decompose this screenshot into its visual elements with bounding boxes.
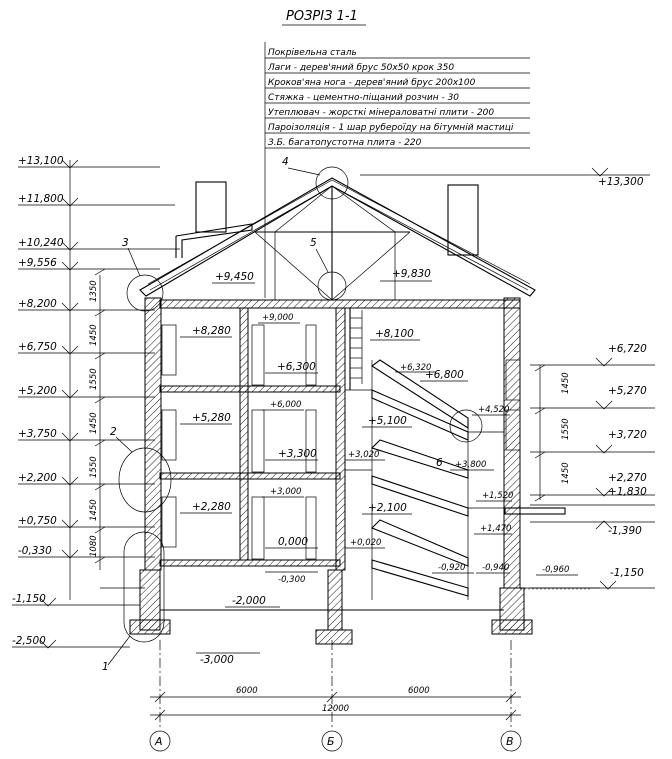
dimension: 1080 — [89, 535, 99, 557]
level-mark: +3,300 — [278, 448, 317, 460]
level-mark: +3,000 — [270, 487, 301, 497]
level-mark: -1,150 — [12, 593, 46, 605]
roof-layer: Стяжка - цементно-піщаний розчин - 30 — [268, 93, 459, 103]
level-mark: +6,320 — [400, 363, 431, 373]
dimension: 1550 — [89, 456, 99, 478]
level-mark: +2,270 — [608, 472, 647, 484]
level-mark: +0,020 — [350, 538, 381, 548]
level-mark: +8,100 — [375, 328, 414, 340]
dimension: 1450 — [89, 324, 99, 346]
level-mark: +1,520 — [482, 491, 513, 501]
level-mark: +3,800 — [455, 460, 486, 470]
level-mark: -0,960 — [542, 565, 569, 575]
level-mark: -0,920 — [438, 563, 465, 573]
callout-number: 2 — [110, 426, 117, 438]
level-mark: +2,200 — [18, 472, 57, 484]
dimension: 6000 — [236, 686, 258, 696]
level-mark: +11,800 — [18, 193, 64, 205]
level-mark: -2,000 — [232, 595, 266, 607]
roof-layer: З.Б. багатопустотна плита - 220 — [268, 138, 422, 148]
level-mark: +13,100 — [18, 155, 64, 167]
dimension: 1450 — [561, 462, 571, 484]
level-mark: +6,000 — [270, 400, 301, 410]
level-mark: +6,300 — [277, 361, 316, 373]
level-mark: +5,100 — [368, 415, 407, 427]
section-title: РОЗРІЗ 1-1 — [286, 9, 358, 24]
roof-layer: Пароізоляція - 1 шар рубероїду на бітумн… — [268, 123, 514, 133]
level-mark: +1,830 — [608, 486, 647, 498]
grid-axes: 6000 6000 12000 А Б В — [149, 640, 522, 752]
level-mark: -0,940 — [482, 563, 509, 573]
level-mark: +9,000 — [262, 313, 293, 323]
roof — [139, 177, 536, 309]
stair-flights — [345, 359, 504, 600]
dimension: 6000 — [408, 686, 430, 696]
level-mark: +10,240 — [18, 237, 64, 249]
level-mark: +4,520 — [478, 405, 509, 415]
level-mark: +6,750 — [18, 341, 57, 353]
level-mark: +9,556 — [18, 257, 57, 269]
level-mark: +8,200 — [18, 298, 57, 310]
level-mark: +6,720 — [608, 343, 647, 355]
dimension: 1450 — [89, 412, 99, 434]
openings — [161, 324, 521, 560]
callout-number: 6 — [436, 457, 443, 469]
axis-label: А — [154, 735, 163, 748]
level-mark: +5,280 — [192, 412, 231, 424]
callout-number: 3 — [122, 237, 129, 249]
dimension: 1450 — [561, 372, 571, 394]
level-mark: +6,800 — [425, 369, 464, 381]
dimension: 1550 — [89, 368, 99, 390]
dimension: 1550 — [561, 418, 571, 440]
level-mark: +2,100 — [368, 502, 407, 514]
level-mark: 0,000 — [278, 536, 308, 548]
callout-number: 1 — [102, 661, 109, 673]
level-mark: -2,500 — [12, 635, 46, 647]
level-mark: +1,470 — [480, 524, 511, 534]
level-mark: -0,330 — [18, 545, 52, 557]
roof-layer: Кроков'яна нога - дерев'яний брус 200х10… — [268, 78, 476, 88]
level-mark: -0,300 — [278, 575, 305, 585]
level-mark: +5,200 — [18, 385, 57, 397]
roof-layer: Утеплювач - жорсткі мінераловатні плити … — [268, 108, 494, 118]
level-mark: +13,300 — [598, 176, 644, 188]
roof-layer: Покрівельна сталь — [268, 48, 357, 58]
detail-callouts: 4 3 5 2 1 6 — [102, 156, 483, 673]
dimension: 12000 — [322, 704, 349, 714]
dimension: 1350 — [89, 280, 99, 302]
level-mark: +9,450 — [215, 271, 254, 283]
level-mark: +3,750 — [18, 428, 57, 440]
callout-number: 5 — [310, 237, 317, 249]
level-mark: +8,280 — [192, 325, 231, 337]
left-level-marks: +13,100 +11,800 +10,240 +9,556 +8,200 +6… — [12, 155, 180, 649]
axis-label: В — [506, 735, 514, 748]
roof-layer: Лаги - дерев'яний брус 50х50 крок 350 — [267, 63, 454, 73]
level-mark: +3,720 — [608, 429, 647, 441]
level-mark: -3,000 — [200, 654, 234, 666]
level-mark: +9,830 — [392, 268, 431, 280]
level-mark: +0,750 — [18, 515, 57, 527]
inner-level-marks: +9,450 +9,830 +9,000 +8,280 +8,100 +6,30… — [180, 268, 578, 666]
level-mark: +2,280 — [192, 501, 231, 513]
axis-label: Б — [327, 735, 335, 748]
level-mark: +5,270 — [608, 385, 647, 397]
right-level-marks: +13,300 +6,720 +5,270 +3,720 +2,270 +1,8… — [360, 167, 655, 590]
level-mark: +3,020 — [348, 450, 379, 460]
level-mark: -1,390 — [608, 525, 642, 537]
roof-layer-table: Покрівельна сталь Лаги - дерев'яний брус… — [264, 42, 530, 298]
level-mark: -1,150 — [610, 567, 644, 579]
dimension: 1450 — [89, 499, 99, 521]
left-dimension-chain: 1350 1450 1550 1450 1550 1450 1080 — [89, 268, 106, 570]
walls-and-slabs — [100, 297, 600, 645]
callout-number: 4 — [282, 156, 289, 168]
